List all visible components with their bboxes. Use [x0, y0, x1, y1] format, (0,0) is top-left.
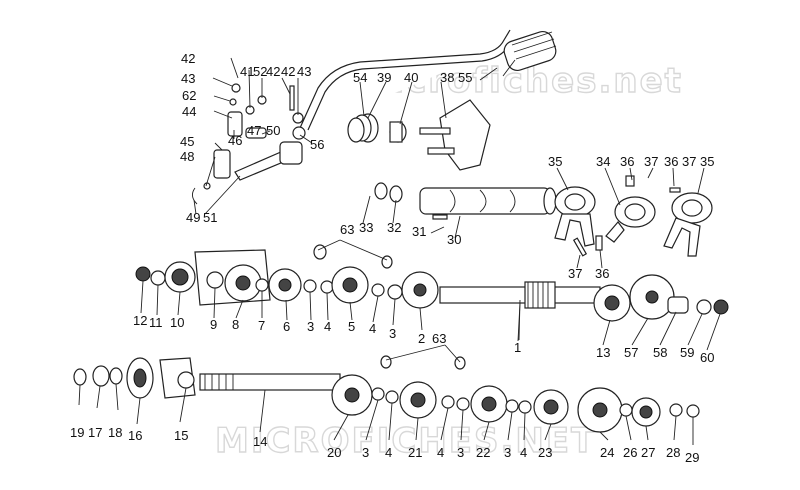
- callout-28: 28: [666, 445, 680, 460]
- callout-8: 8: [232, 317, 239, 332]
- callout-35b: 35: [700, 154, 714, 169]
- callout-1: 1: [514, 340, 521, 355]
- circlips-32-33: [374, 182, 403, 203]
- callout-63a: 63: [340, 222, 354, 237]
- callout-3e: 3: [504, 445, 511, 460]
- callout-3d: 3: [457, 445, 464, 460]
- layshaft-14: [199, 373, 341, 391]
- selector-drum-30: [419, 187, 557, 220]
- callout-42: 42: [181, 51, 195, 66]
- callout-18: 18: [108, 425, 122, 440]
- callout-45: 45: [180, 134, 194, 149]
- callout-3a: 3: [307, 319, 314, 334]
- callout-59: 59: [680, 345, 694, 360]
- callout-13: 13: [596, 345, 610, 360]
- callout-4d: 4: [437, 445, 444, 460]
- callout-43b: 43: [297, 64, 311, 79]
- callout-60: 60: [700, 350, 714, 365]
- callout-57: 57: [624, 345, 638, 360]
- callout-41: 41: [240, 64, 254, 79]
- callout-2: 2: [418, 331, 425, 346]
- callout-62: 62: [182, 88, 196, 103]
- callout-34: 34: [596, 154, 610, 169]
- callout-11: 11: [149, 315, 163, 330]
- kickstart-lever: [299, 29, 557, 131]
- callout-43: 43: [181, 71, 195, 86]
- callout-9: 9: [210, 317, 217, 332]
- callout-7: 7: [258, 318, 265, 333]
- bush-40: [389, 121, 407, 143]
- callout-29: 29: [685, 450, 699, 465]
- callout-51: 51: [203, 210, 217, 225]
- callout-46: 46: [228, 133, 242, 148]
- callout-4e: 4: [520, 445, 527, 460]
- kickstart-rubber-icon: [503, 31, 557, 71]
- callout-16: 16: [128, 428, 142, 443]
- callout-22: 22: [476, 445, 490, 460]
- callout-61: 42: [266, 64, 280, 79]
- callout-40: 40: [404, 70, 418, 85]
- linkage-parts: [192, 83, 306, 205]
- callout-35a: 35: [548, 154, 562, 169]
- watermark-bottom: MICROFICHES.NET: [215, 421, 596, 461]
- callout-26: 26: [623, 445, 637, 460]
- callout-15: 15: [174, 428, 188, 443]
- callout-42b: 42: [281, 64, 295, 79]
- callout-20: 20: [327, 445, 341, 460]
- callout-55: 55: [458, 70, 472, 85]
- callout-27: 27: [641, 445, 655, 460]
- callout-36c: 36: [595, 266, 609, 281]
- callout-6: 6: [283, 319, 290, 334]
- callout-21: 21: [408, 445, 422, 460]
- callout-37a: 37: [644, 154, 658, 169]
- callout-31: 31: [412, 224, 426, 239]
- callout-49: 49: [186, 210, 200, 225]
- callout-32: 32: [387, 220, 401, 235]
- callout-54: 54: [353, 70, 367, 85]
- spring-39: [347, 113, 379, 143]
- callout-labels: 42 43 62 44 45 48 49 51 41 52 42 42 43 4…: [70, 51, 714, 465]
- callout-10: 10: [170, 315, 184, 330]
- callout-36b: 36: [664, 154, 678, 169]
- callout-47: 47: [247, 123, 261, 138]
- callout-3c: 3: [362, 445, 369, 460]
- sector-38: [419, 99, 491, 171]
- callout-48: 48: [180, 149, 194, 164]
- callout-23: 23: [538, 445, 552, 460]
- callout-3b: 3: [389, 326, 396, 341]
- middle-gears: [135, 244, 729, 322]
- callout-19: 19: [70, 425, 84, 440]
- callout-30: 30: [447, 232, 461, 247]
- callout-56: 56: [310, 137, 324, 152]
- callout-50: 50: [266, 123, 280, 138]
- callout-4c: 4: [385, 445, 392, 460]
- callout-37b: 37: [682, 154, 696, 169]
- callout-5: 5: [348, 319, 355, 334]
- callout-4b: 4: [369, 321, 376, 336]
- callout-58: 58: [653, 345, 667, 360]
- callout-24: 24: [600, 445, 614, 460]
- callout-63b: 63: [432, 331, 446, 346]
- callout-44: 44: [182, 104, 196, 119]
- callout-14: 14: [253, 434, 267, 449]
- callout-36a: 36: [620, 154, 634, 169]
- callout-12: 12: [133, 313, 147, 328]
- callout-4a: 4: [324, 319, 331, 334]
- selector-forks: [554, 175, 713, 257]
- callout-17: 17: [88, 425, 102, 440]
- callout-52: 52: [253, 64, 267, 79]
- leader-lines: [78, 57, 721, 445]
- callout-37c: 37: [568, 266, 582, 281]
- callout-38: 38: [440, 70, 454, 85]
- callout-39: 39: [377, 70, 391, 85]
- callout-33: 33: [359, 220, 373, 235]
